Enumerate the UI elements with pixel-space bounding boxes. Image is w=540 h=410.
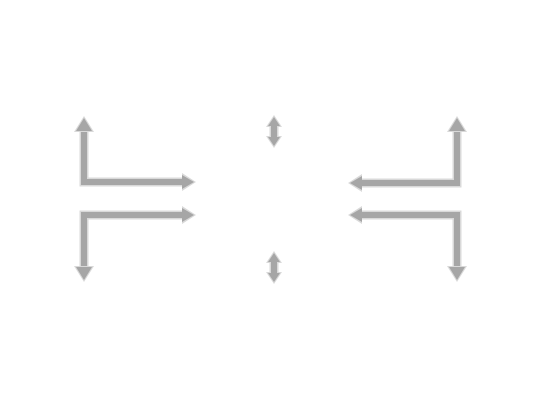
vertical-resize-arrow-icon[interactable] bbox=[262, 250, 286, 286]
corner-down-left-arrow-icon bbox=[342, 203, 472, 287]
vertical-resize-arrow-icon[interactable] bbox=[262, 114, 286, 150]
corner-up-right-arrow-icon bbox=[70, 112, 200, 196]
corner-up-left-arrow-icon bbox=[342, 112, 472, 196]
corner-down-right-arrow-icon bbox=[70, 203, 200, 287]
